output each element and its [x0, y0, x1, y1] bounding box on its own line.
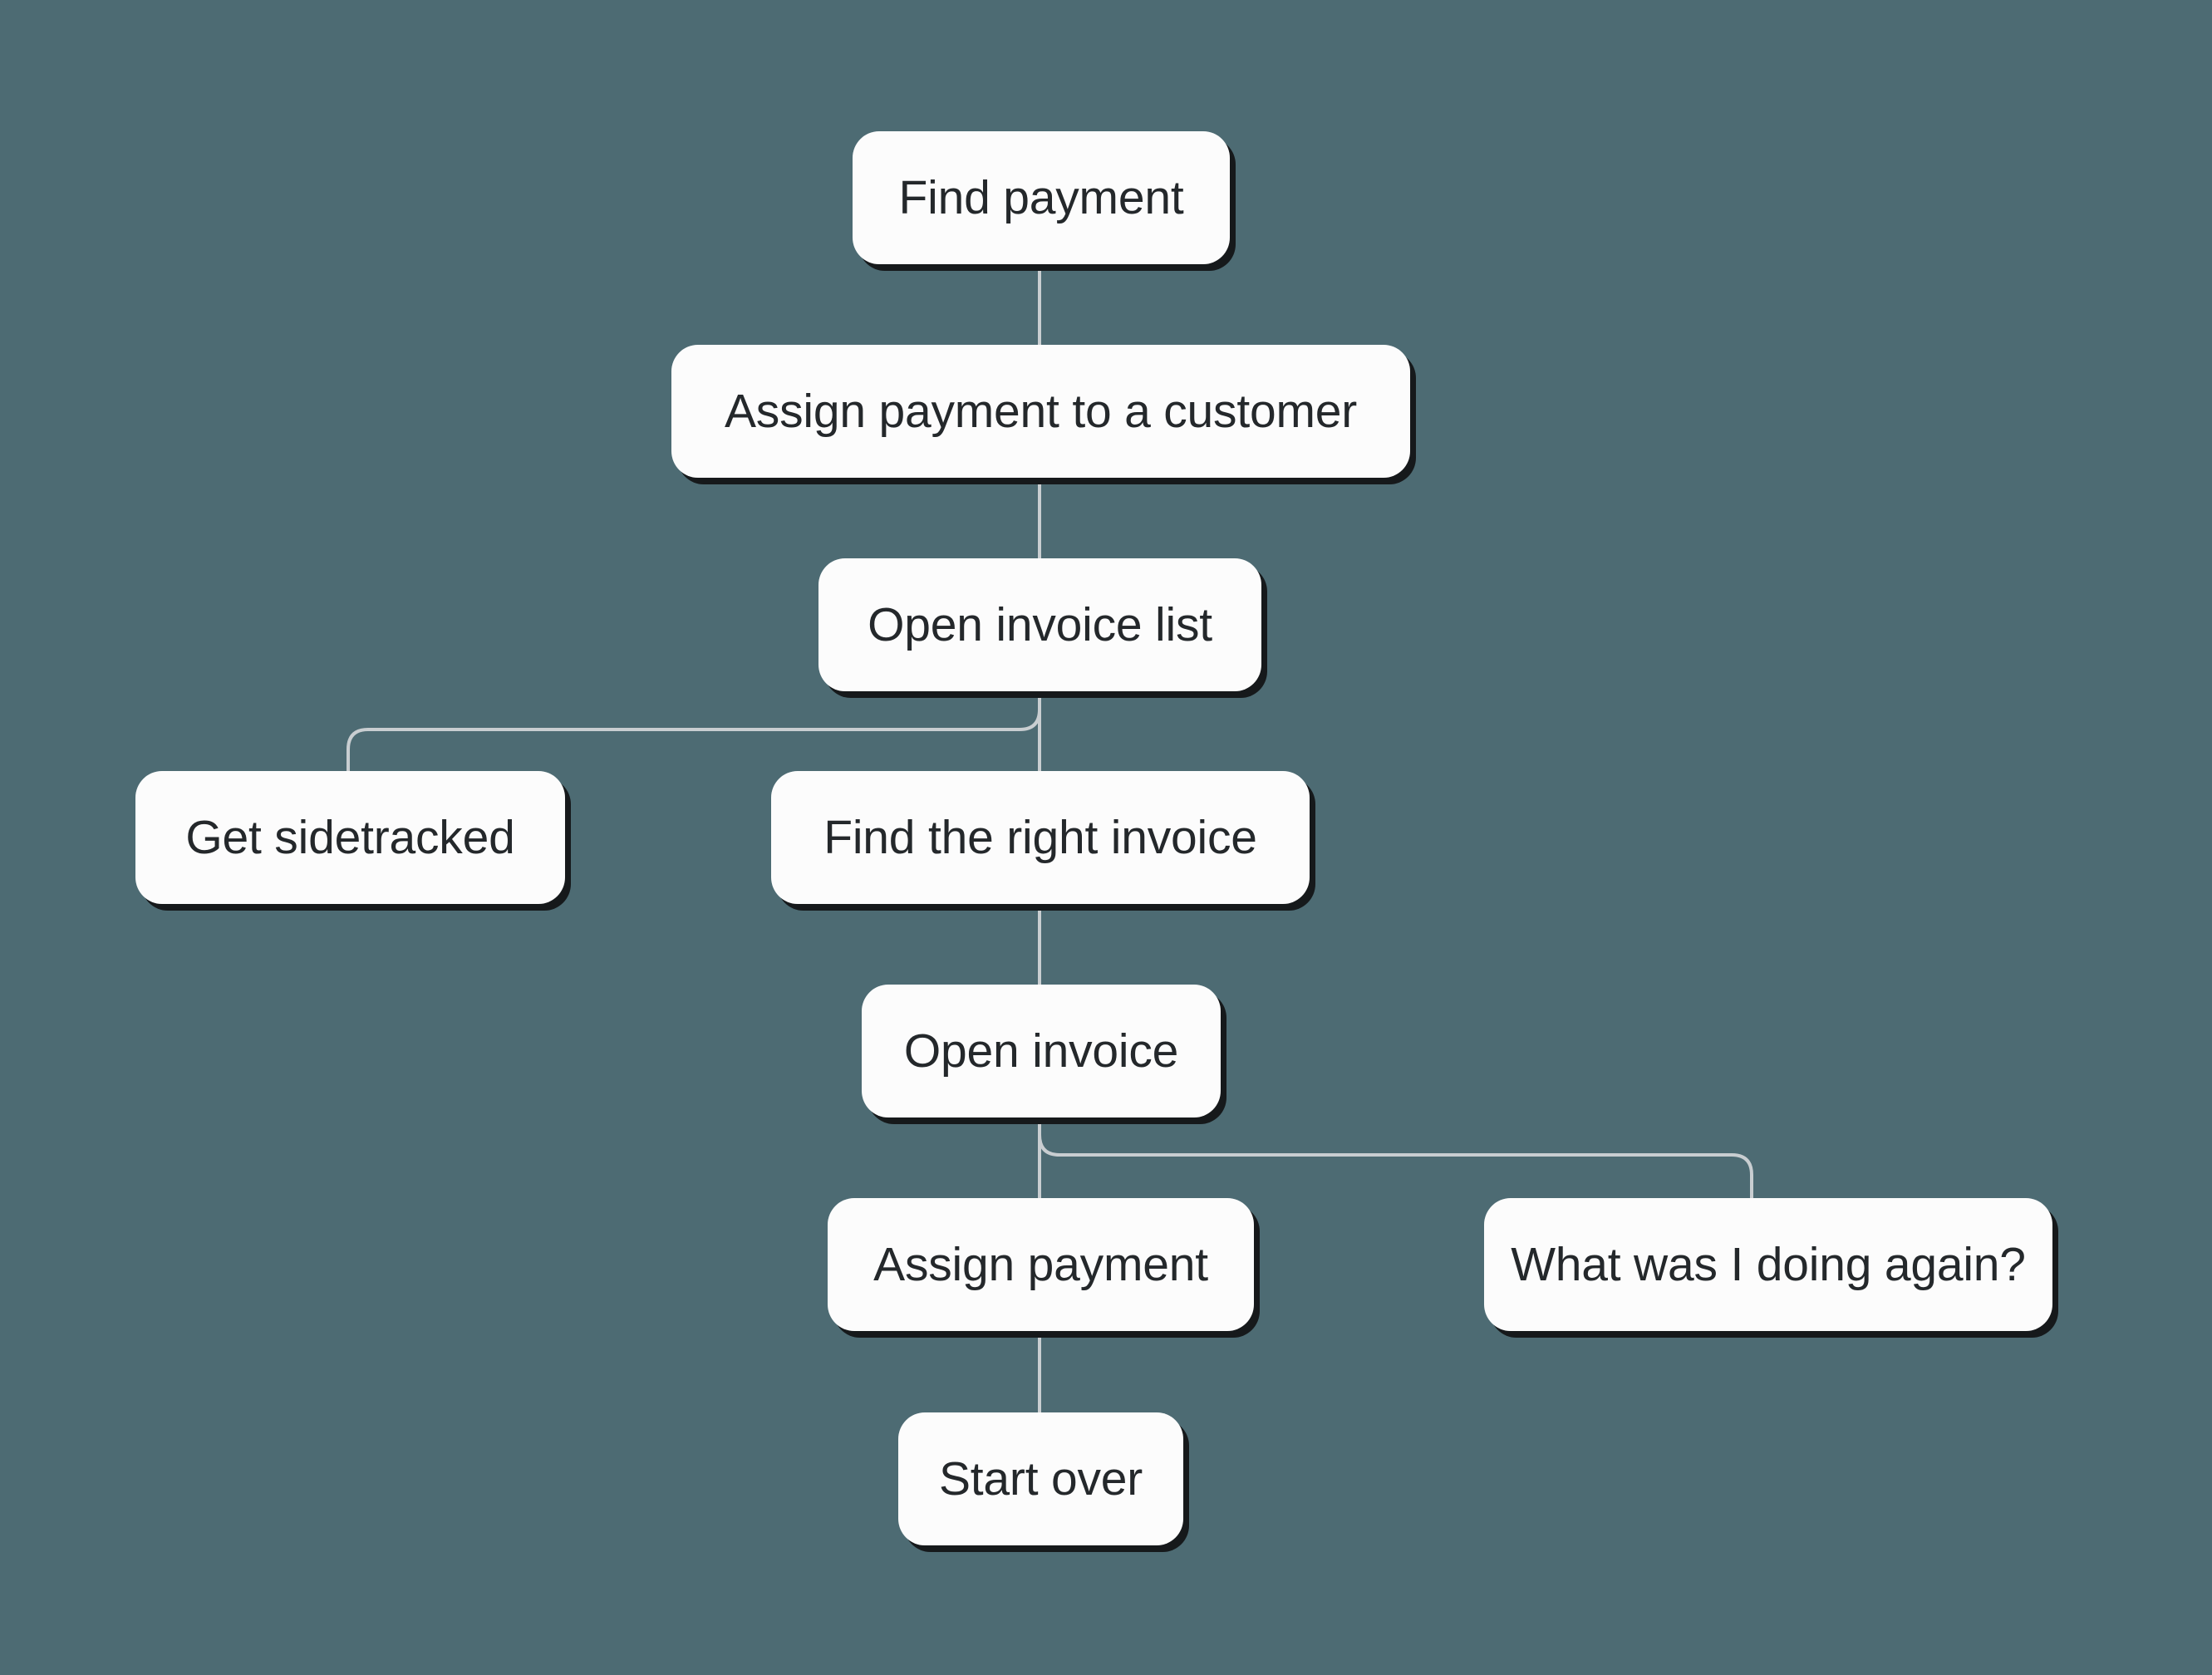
edge-open-list-to-get-sidetracked [347, 691, 1041, 771]
node-label: Open invoice list [868, 597, 1212, 651]
node-label: Get sidetracked [185, 810, 515, 864]
node-label: Start over [938, 1452, 1143, 1506]
node-label: What was I doing again? [1511, 1237, 2026, 1291]
edge-open-invoice-to-what-was-i-doing [1038, 1117, 1753, 1198]
node-assign-payment[interactable]: Assign payment [828, 1198, 1254, 1331]
node-label: Find payment [898, 170, 1184, 224]
node-find-payment[interactable]: Find payment [853, 131, 1230, 264]
node-start-over[interactable]: Start over [898, 1412, 1183, 1545]
node-open-invoice-list[interactable]: Open invoice list [818, 558, 1261, 691]
node-what-was-i-doing-again[interactable]: What was I doing again? [1484, 1198, 2052, 1331]
node-label: Assign payment to a customer [724, 384, 1358, 438]
node-label: Assign payment [873, 1237, 1208, 1291]
node-label: Open invoice [903, 1024, 1179, 1078]
node-get-sidetracked[interactable]: Get sidetracked [135, 771, 565, 904]
node-find-the-right-invoice[interactable]: Find the right invoice [771, 771, 1310, 904]
node-assign-payment-to-customer[interactable]: Assign payment to a customer [671, 345, 1410, 478]
node-open-invoice[interactable]: Open invoice [862, 985, 1221, 1117]
node-label: Find the right invoice [823, 810, 1257, 864]
